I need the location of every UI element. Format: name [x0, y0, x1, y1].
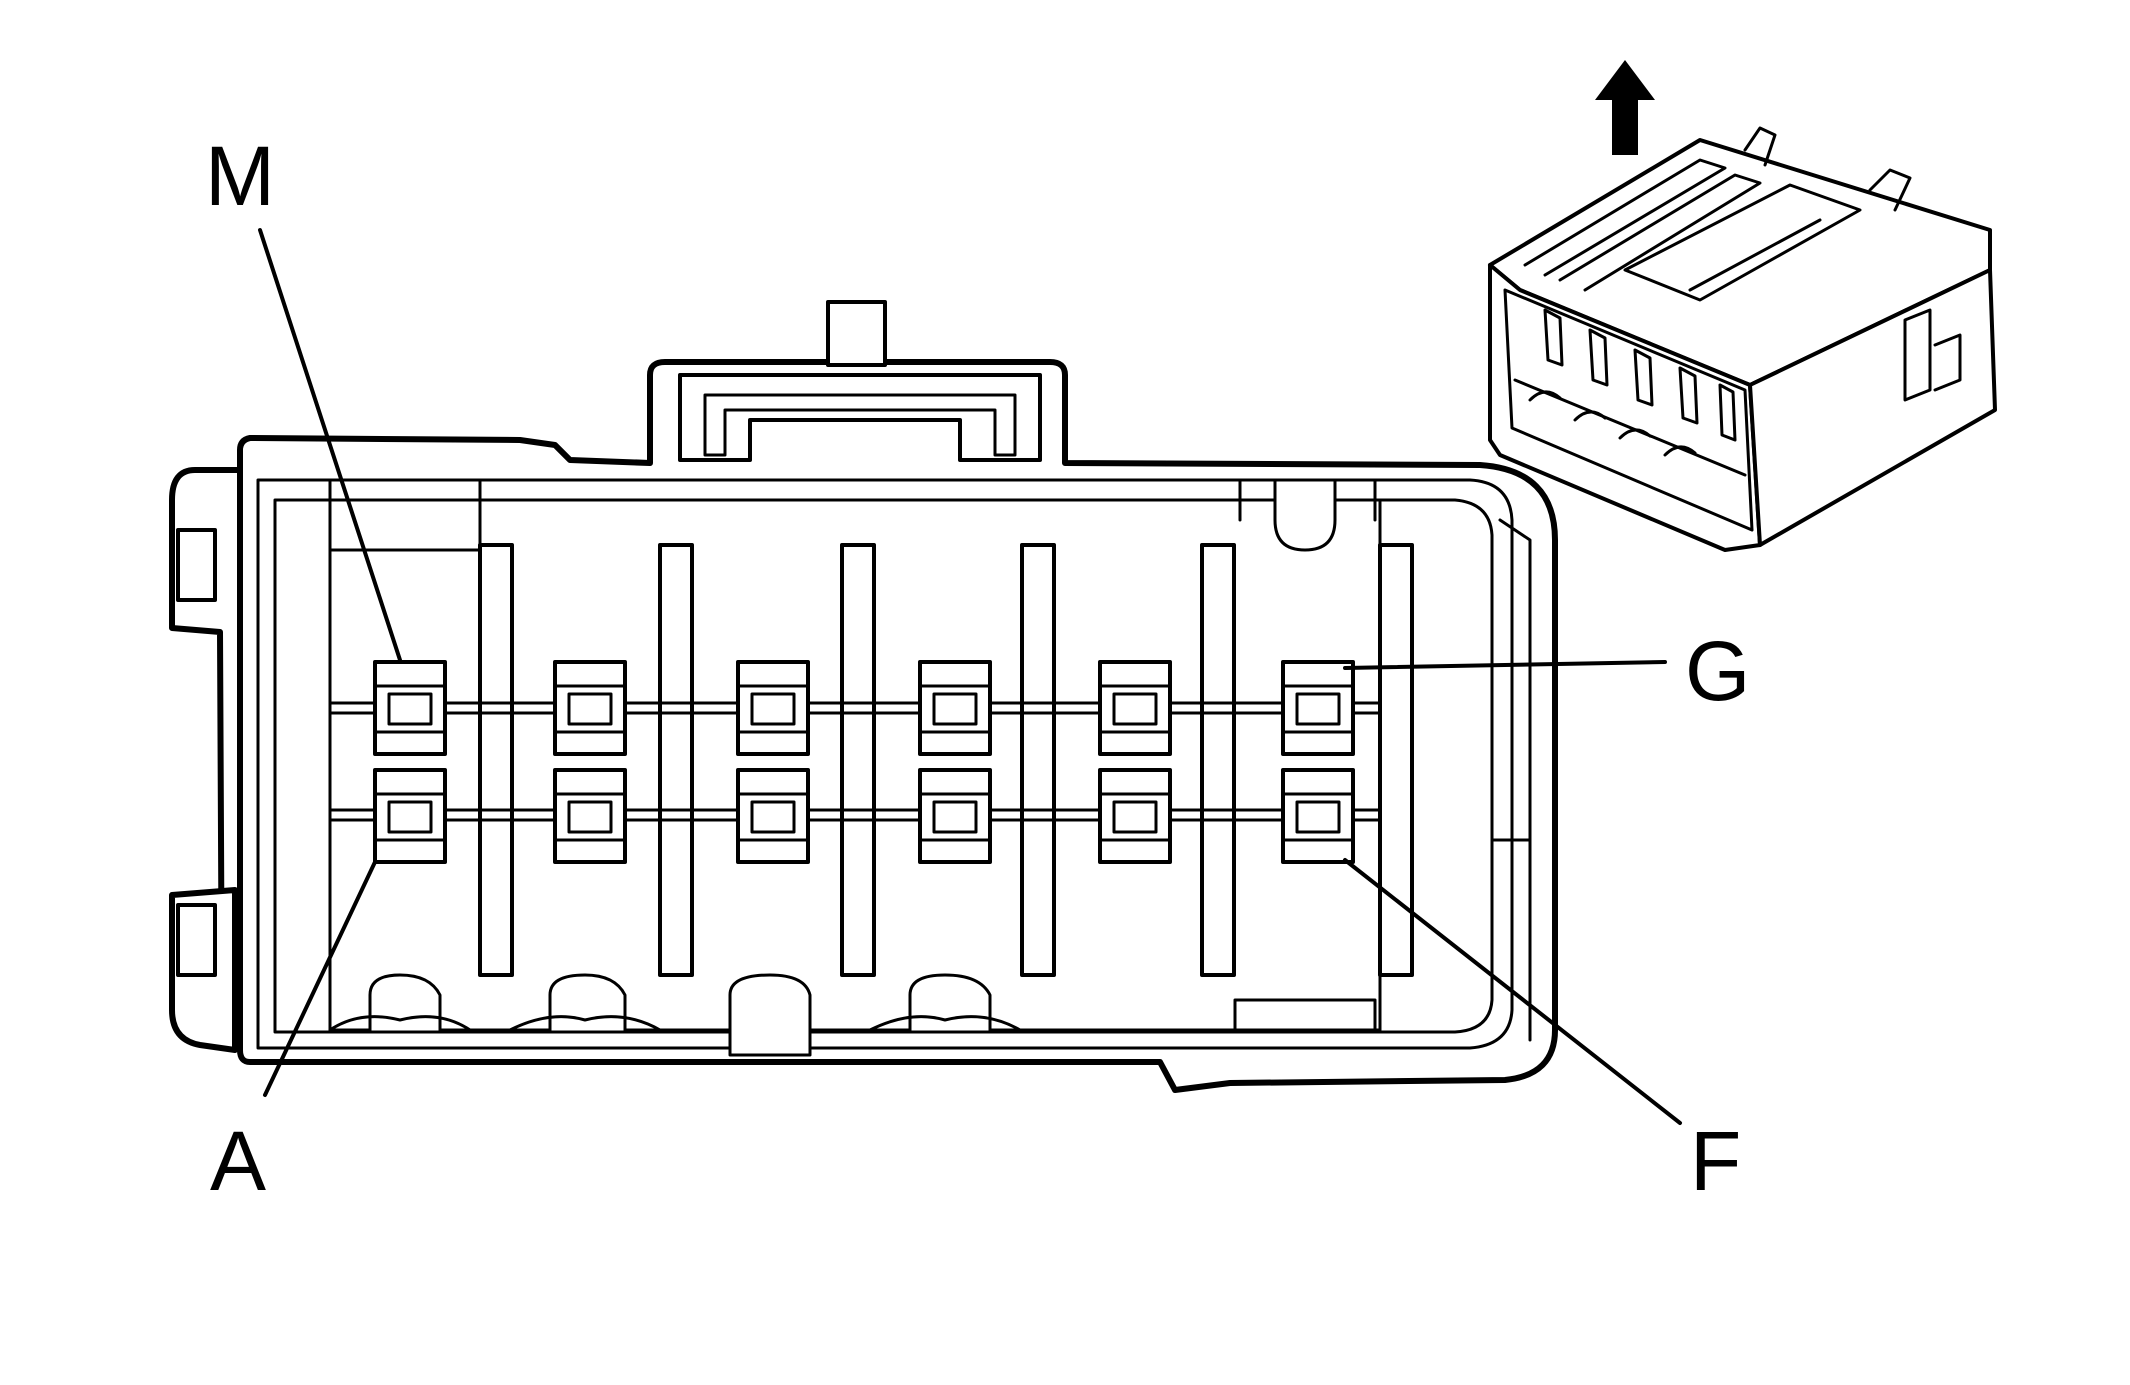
terminal-top-5 [1098, 660, 1172, 756]
terminal-rails [328, 701, 1382, 822]
terminal-top-3 [736, 660, 810, 756]
terminal-top-4 [918, 660, 992, 756]
connector-isometric-icon [1488, 126, 1997, 552]
pin-label-a: A [210, 1114, 266, 1208]
terminal-bottom-1 [373, 768, 447, 864]
leader-g [1343, 660, 1667, 670]
leader-lines [258, 228, 1682, 1125]
terminal-top-1 [373, 660, 447, 756]
leader-m [258, 228, 402, 662]
terminal-bottom-6 [1281, 768, 1355, 864]
terminal-top-6 [1281, 660, 1355, 756]
terminal-top-2 [553, 660, 627, 756]
leader-a [263, 860, 377, 1097]
terminal-bottom-2 [553, 768, 627, 864]
cavity-ribs [478, 543, 1414, 977]
leader-f [1343, 858, 1682, 1125]
terminal-bottom-5 [1098, 768, 1172, 864]
pin-label-f: F [1690, 1114, 1741, 1208]
terminal-cavities [373, 660, 1355, 864]
terminal-bottom-4 [918, 768, 992, 864]
pin-label-m: M [205, 129, 275, 223]
arrow-up-icon [1595, 60, 1655, 155]
pin-label-g: G [1685, 624, 1750, 718]
terminal-bottom-3 [736, 768, 810, 864]
